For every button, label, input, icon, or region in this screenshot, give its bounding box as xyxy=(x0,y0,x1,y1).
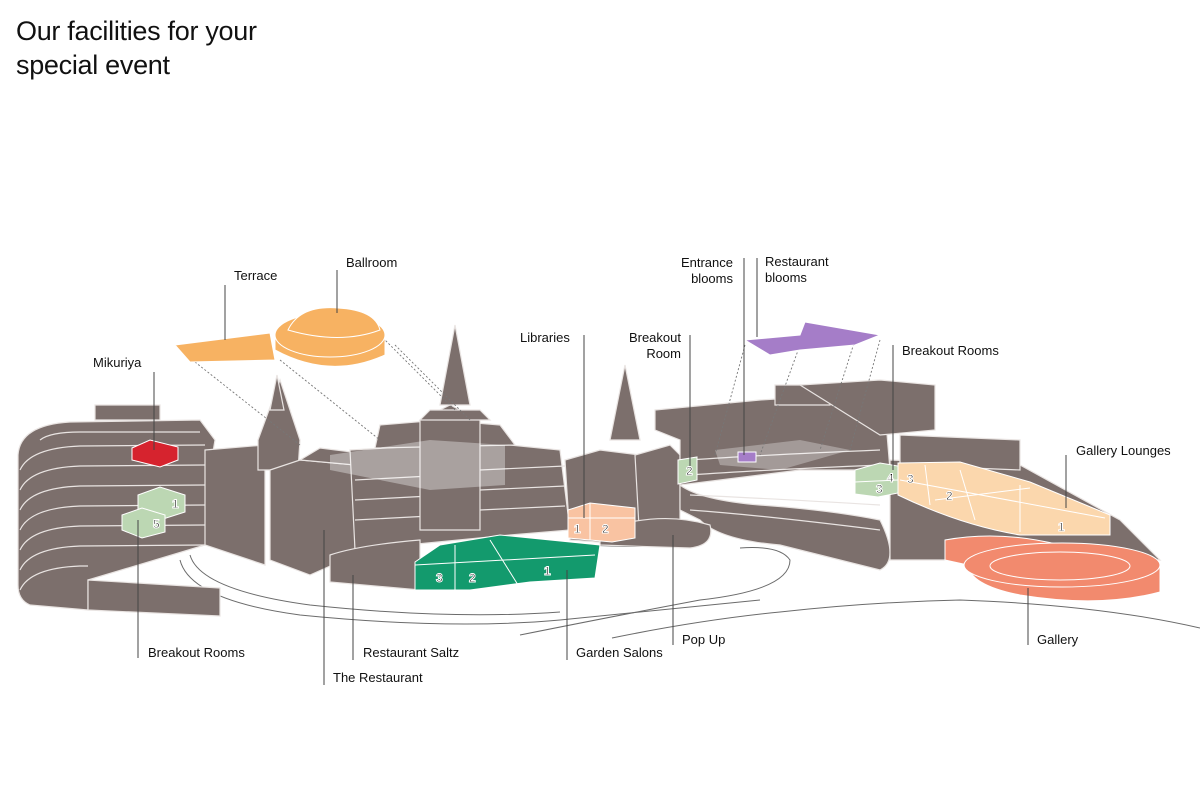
label-terrace: Terrace xyxy=(234,268,278,283)
label-breakout-room-line-1: Breakout xyxy=(628,330,681,345)
room-number: 4 xyxy=(887,471,894,485)
label-gallery-lounges: Gallery Lounges xyxy=(1076,443,1171,458)
label-entrance-blooms-line-2: blooms xyxy=(691,271,733,286)
title-line-2: special event xyxy=(16,50,170,80)
room-number: 5 xyxy=(153,517,160,531)
central-spire xyxy=(419,404,481,531)
label-the-restaurant: The Restaurant xyxy=(333,670,423,685)
left-tower xyxy=(204,444,266,566)
label-restaurant-blooms: Restaurant blooms xyxy=(765,254,829,286)
room-number: 3 xyxy=(436,571,443,585)
title-line-1: Our facilities for your xyxy=(16,16,257,46)
label-restaurant-blooms-line-1: Restaurant xyxy=(765,254,829,269)
label-ballroom: Ballroom xyxy=(346,255,398,270)
leader-lines xyxy=(137,258,1067,685)
label-breakout-room: Breakout Room xyxy=(600,330,681,362)
label-mikuriya: Mikuriya xyxy=(93,355,142,370)
right-breakout-rooms[interactable]: 4 3 xyxy=(854,462,899,498)
projection-lines xyxy=(194,334,881,456)
room-number: 2 xyxy=(469,571,476,585)
terrace-area[interactable] xyxy=(173,332,276,363)
room-number: 3 xyxy=(907,472,914,486)
label-libraries: Libraries xyxy=(520,330,570,345)
left-breakout-rooms[interactable]: 1 5 xyxy=(121,486,186,539)
room-number: 1 xyxy=(544,564,551,578)
garden-salons-area[interactable]: 3 2 1 xyxy=(414,534,601,591)
label-gallery: Gallery xyxy=(1037,632,1079,647)
room-number: 1 xyxy=(574,522,581,536)
label-restaurant-saltz: Restaurant Saltz xyxy=(363,645,460,660)
label-breakout-rooms-left: Breakout Rooms xyxy=(148,645,245,660)
room-number: 1 xyxy=(1058,520,1065,534)
gallery-area[interactable] xyxy=(944,535,1161,602)
page-title: Our facilities for your special event xyxy=(16,14,257,82)
restaurant-blooms-area[interactable] xyxy=(743,321,882,356)
room-number: 2 xyxy=(686,464,693,478)
label-garden-salons: Garden Salons xyxy=(576,645,663,660)
breakout-room-area[interactable]: 2 xyxy=(677,456,698,485)
room-number: 1 xyxy=(172,497,179,511)
building xyxy=(17,324,1162,617)
label-restaurant-blooms-line-2: blooms xyxy=(765,270,807,285)
libraries-area[interactable]: 1 2 xyxy=(567,502,636,543)
label-breakout-room-line-2: Room xyxy=(646,346,681,361)
mikuriya-area[interactable] xyxy=(131,439,179,468)
label-entrance-blooms: Entrance blooms xyxy=(650,255,733,287)
label-entrance-blooms-line-1: Entrance xyxy=(680,255,733,270)
gallery-lounges-area[interactable]: 3 2 1 xyxy=(897,461,1111,536)
entrance-blooms-area[interactable] xyxy=(737,451,757,463)
ballroom-area[interactable] xyxy=(274,307,386,367)
room-number: 3 xyxy=(876,482,883,496)
roof-highlight xyxy=(330,440,505,490)
room-number: 2 xyxy=(602,522,609,536)
room-number: 2 xyxy=(946,489,953,503)
label-pop-up: Pop Up xyxy=(682,632,726,647)
label-breakout-rooms-right: Breakout Rooms xyxy=(902,343,999,358)
